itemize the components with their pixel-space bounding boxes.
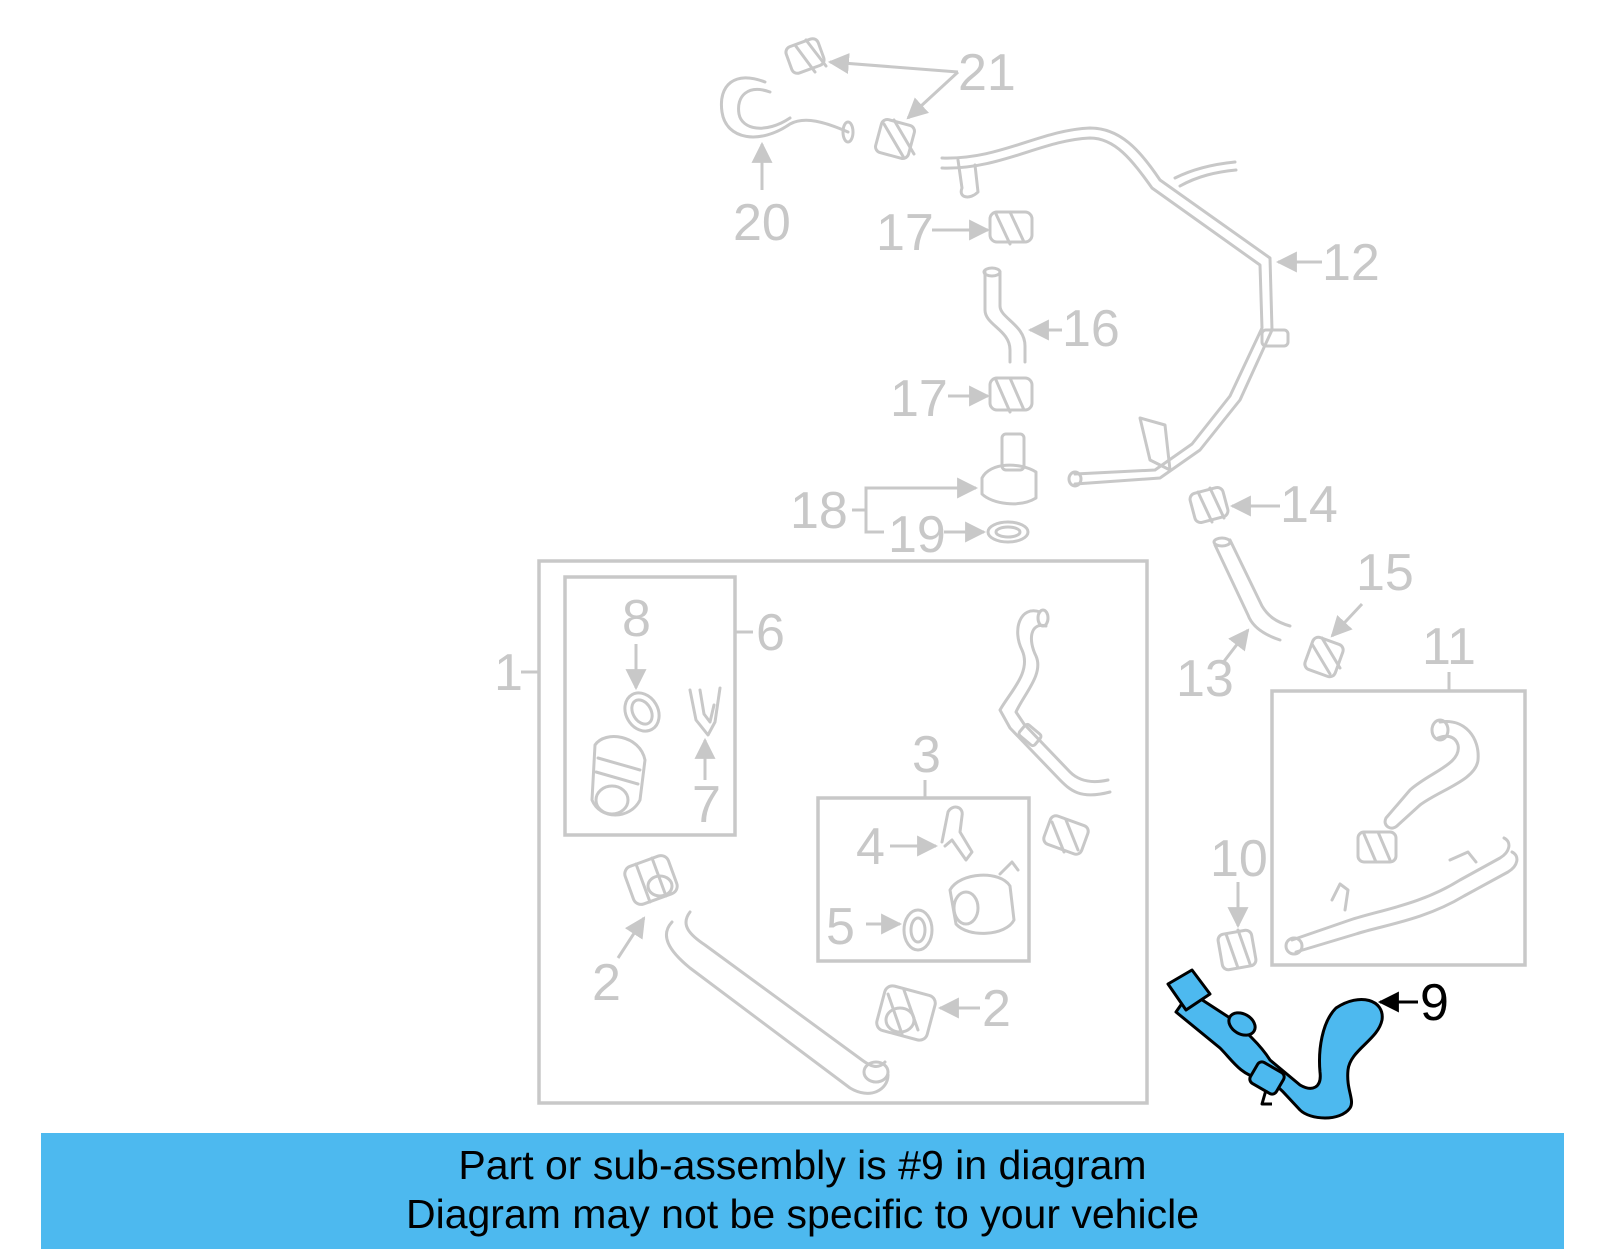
callout-16: 16 <box>1062 300 1120 358</box>
callout-8: 8 <box>622 590 651 648</box>
callout-19: 19 <box>888 506 946 564</box>
clamp-2-lower <box>875 984 937 1042</box>
thermostat-3 <box>948 860 1020 935</box>
callout-21: 21 <box>958 44 1016 102</box>
callout-17-top: 17 <box>876 204 934 262</box>
assembly-box-11 <box>1270 689 1527 967</box>
bracket-7 <box>688 686 722 737</box>
callout-7: 7 <box>692 776 721 834</box>
hose-20 <box>719 76 855 144</box>
callout-3: 3 <box>912 726 941 784</box>
callout-1: 1 <box>494 644 523 702</box>
pipe-12 <box>940 126 1290 488</box>
outlet-18 <box>980 432 1038 506</box>
bracket-4 <box>940 805 974 862</box>
callout-10: 10 <box>1210 830 1268 888</box>
callout-20: 20 <box>733 194 791 252</box>
info-banner: Part or sub-assembly is #9 in diagram Di… <box>41 1133 1564 1249</box>
assembly-box-1 <box>537 559 1149 1105</box>
callout-18: 18 <box>790 482 848 540</box>
clamp-2-upper <box>623 854 679 906</box>
clamp-10 <box>1216 928 1258 972</box>
thermostat-housing-6 <box>590 735 647 817</box>
clamp-14 <box>1188 485 1230 525</box>
banner-line-disclaimer: Diagram may not be specific to your vehi… <box>405 1191 1199 1237</box>
hose-11-upper <box>1383 718 1480 830</box>
callout-5: 5 <box>826 898 855 956</box>
banner-line-part-number: Part or sub-assembly is #9 in diagram <box>458 1142 1147 1188</box>
callout-9: 9 <box>1420 974 1449 1032</box>
oring-8 <box>623 691 661 733</box>
clamp-17-top <box>988 210 1034 246</box>
clamp-15 <box>1303 635 1345 679</box>
oring-5 <box>902 908 934 952</box>
clamp-box1-right <box>1042 814 1090 856</box>
callout-15: 15 <box>1356 544 1414 602</box>
callout-2-right: 2 <box>982 980 1011 1038</box>
assembly-box-6 <box>563 575 737 837</box>
hose-13 <box>1212 536 1292 642</box>
clamp-21-top <box>784 37 828 75</box>
callout-12: 12 <box>1322 234 1380 292</box>
hose-16 <box>982 266 1027 364</box>
seal-19 <box>986 520 1030 544</box>
hose-box1-upper <box>998 608 1112 797</box>
clamp-11 <box>1356 830 1398 864</box>
callout-13: 13 <box>1176 650 1234 708</box>
hose-9-highlighted <box>1166 968 1384 1120</box>
callout-6: 6 <box>756 604 785 662</box>
clamp-21-bottom <box>874 118 916 160</box>
callout-17-bottom: 17 <box>890 370 948 428</box>
clamp-17-bottom <box>988 376 1034 414</box>
callout-4: 4 <box>856 818 885 876</box>
callout-2-left: 2 <box>592 954 621 1012</box>
callout-14: 14 <box>1280 476 1338 534</box>
hose-box1-lower <box>665 910 890 1095</box>
callout-11: 11 <box>1422 618 1476 676</box>
pipe-11 <box>1284 836 1519 956</box>
